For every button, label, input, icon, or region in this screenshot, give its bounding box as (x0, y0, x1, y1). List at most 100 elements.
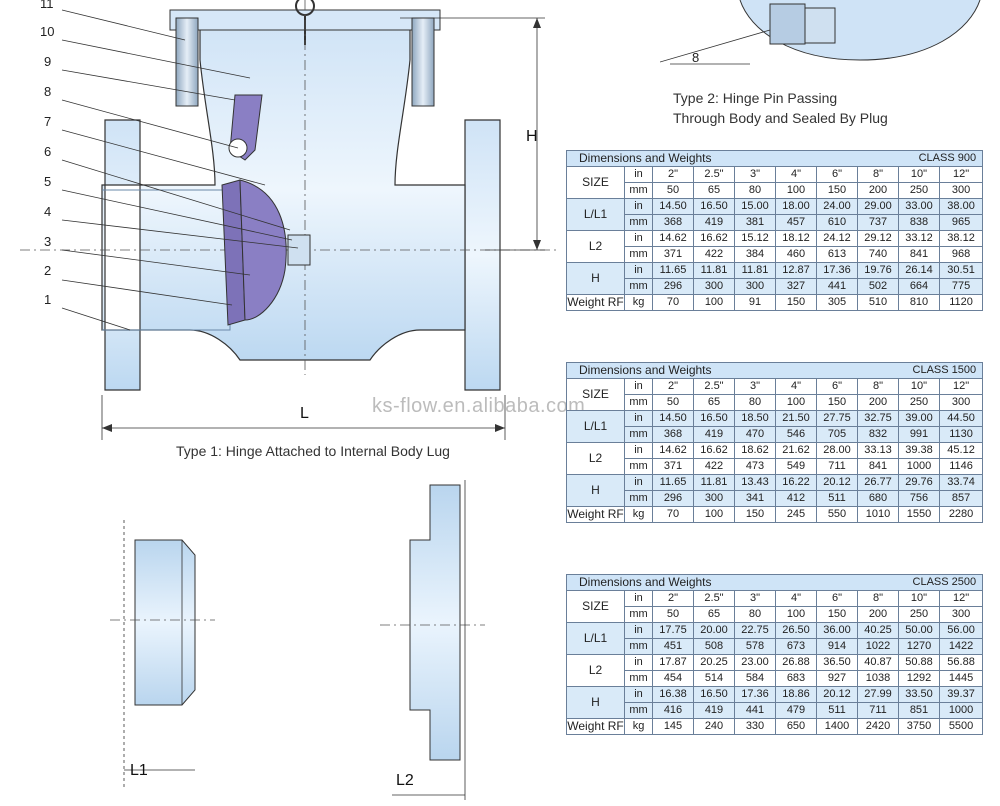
value-cell: 14.62 (652, 230, 694, 247)
value-cell: 470 (734, 426, 776, 443)
size-in-cell: 10" (898, 590, 940, 607)
unit-label: in (624, 410, 653, 427)
weight-cell: 5500 (938, 718, 984, 735)
value-cell: 1270 (898, 638, 940, 655)
value-cell: 460 (775, 246, 817, 263)
value-cell: 33.00 (898, 198, 940, 215)
size-mm-cell: 100 (775, 182, 817, 199)
bolt-right (411, 17, 435, 107)
size-mm-cell: 50 (652, 394, 694, 411)
callout-8: 8 (44, 84, 52, 99)
value-cell: 20.12 (816, 474, 858, 491)
unit-label: mm (624, 278, 653, 295)
size-in-cell: 6" (816, 378, 858, 395)
weight-cell: 305 (816, 294, 858, 311)
size-in-cell: 2" (652, 378, 694, 395)
value-cell: 965 (938, 214, 984, 231)
value-cell: 664 (898, 278, 940, 295)
unit-label: in (624, 474, 653, 491)
watermark: ks-flow.en.alibaba.com (372, 395, 586, 417)
size-mm-cell: 50 (652, 606, 694, 623)
size-mm-cell: 200 (857, 606, 899, 623)
unit-label: in (624, 622, 653, 639)
value-cell: 412 (775, 490, 817, 507)
value-cell: 20.25 (693, 654, 735, 671)
size-mm-cell: 150 (816, 182, 858, 199)
weight-cell: 2420 (857, 718, 899, 735)
value-cell: 384 (734, 246, 776, 263)
size-mm-cell: 300 (938, 182, 984, 199)
size-in-cell: 8" (857, 590, 899, 607)
weight-cell: 1550 (898, 506, 940, 523)
size-in-cell: 8" (857, 378, 899, 395)
value-cell: 711 (857, 702, 899, 719)
value-cell: 45.12 (938, 442, 984, 459)
size-in-cell: 8" (857, 166, 899, 183)
value-cell: 56.88 (938, 654, 984, 671)
value-cell: 16.22 (775, 474, 817, 491)
value-cell: 36.00 (816, 622, 858, 639)
value-cell: 711 (816, 458, 858, 475)
type2-caption-line2: Through Body and Sealed By Plug (673, 110, 888, 126)
type2-detail (660, 0, 981, 65)
ring-joint-end-drawing (380, 480, 485, 800)
value-cell: 381 (734, 214, 776, 231)
unit-label: kg (624, 718, 653, 735)
dim-label-l1: L1 (130, 762, 148, 779)
unit-label: mm (624, 606, 653, 623)
size-in-cell: 2.5" (693, 166, 735, 183)
size-in-cell: 2" (652, 590, 694, 607)
size-in-cell: 3" (734, 378, 776, 395)
value-cell: 680 (857, 490, 899, 507)
value-cell: 16.50 (693, 686, 735, 703)
callout-7: 7 (44, 114, 52, 129)
value-cell: 18.62 (734, 442, 776, 459)
value-cell: 19.76 (857, 262, 899, 279)
value-cell: 451 (652, 638, 694, 655)
value-cell: 15.12 (734, 230, 776, 247)
row-label: L2 (566, 230, 625, 263)
callout-4: 4 (44, 204, 52, 219)
value-cell: 419 (693, 426, 735, 443)
size-mm-cell: 150 (816, 394, 858, 411)
size-mm-cell: 50 (652, 182, 694, 199)
unit-label: in (624, 590, 653, 607)
dim-label-h: H (526, 128, 538, 145)
size-in-cell: 6" (816, 590, 858, 607)
value-cell: 416 (652, 702, 694, 719)
value-cell: 14.50 (652, 410, 694, 427)
size-mm-cell: 65 (693, 606, 735, 623)
weight-cell: 550 (816, 506, 858, 523)
value-cell: 756 (898, 490, 940, 507)
unit-label: mm (624, 182, 653, 199)
weight-cell: 91 (734, 294, 776, 311)
callout-9: 9 (44, 54, 52, 69)
size-in-cell: 6" (816, 166, 858, 183)
value-cell: 419 (693, 702, 735, 719)
dim-label-l2: L2 (396, 772, 414, 789)
weight-cell: 1010 (857, 506, 899, 523)
row-label: L/L1 (566, 622, 625, 655)
value-cell: 26.50 (775, 622, 817, 639)
value-cell: 1146 (938, 458, 984, 475)
value-cell: 17.75 (652, 622, 694, 639)
value-cell: 968 (938, 246, 984, 263)
value-cell: 1000 (898, 458, 940, 475)
weight-cell: 2280 (938, 506, 984, 523)
size-in-cell: 12" (938, 590, 984, 607)
value-cell: 511 (816, 702, 858, 719)
size-in-cell: 12" (938, 378, 984, 395)
value-cell: 17.36 (816, 262, 858, 279)
value-cell: 33.74 (938, 474, 984, 491)
value-cell: 27.75 (816, 410, 858, 427)
value-cell: 14.50 (652, 198, 694, 215)
